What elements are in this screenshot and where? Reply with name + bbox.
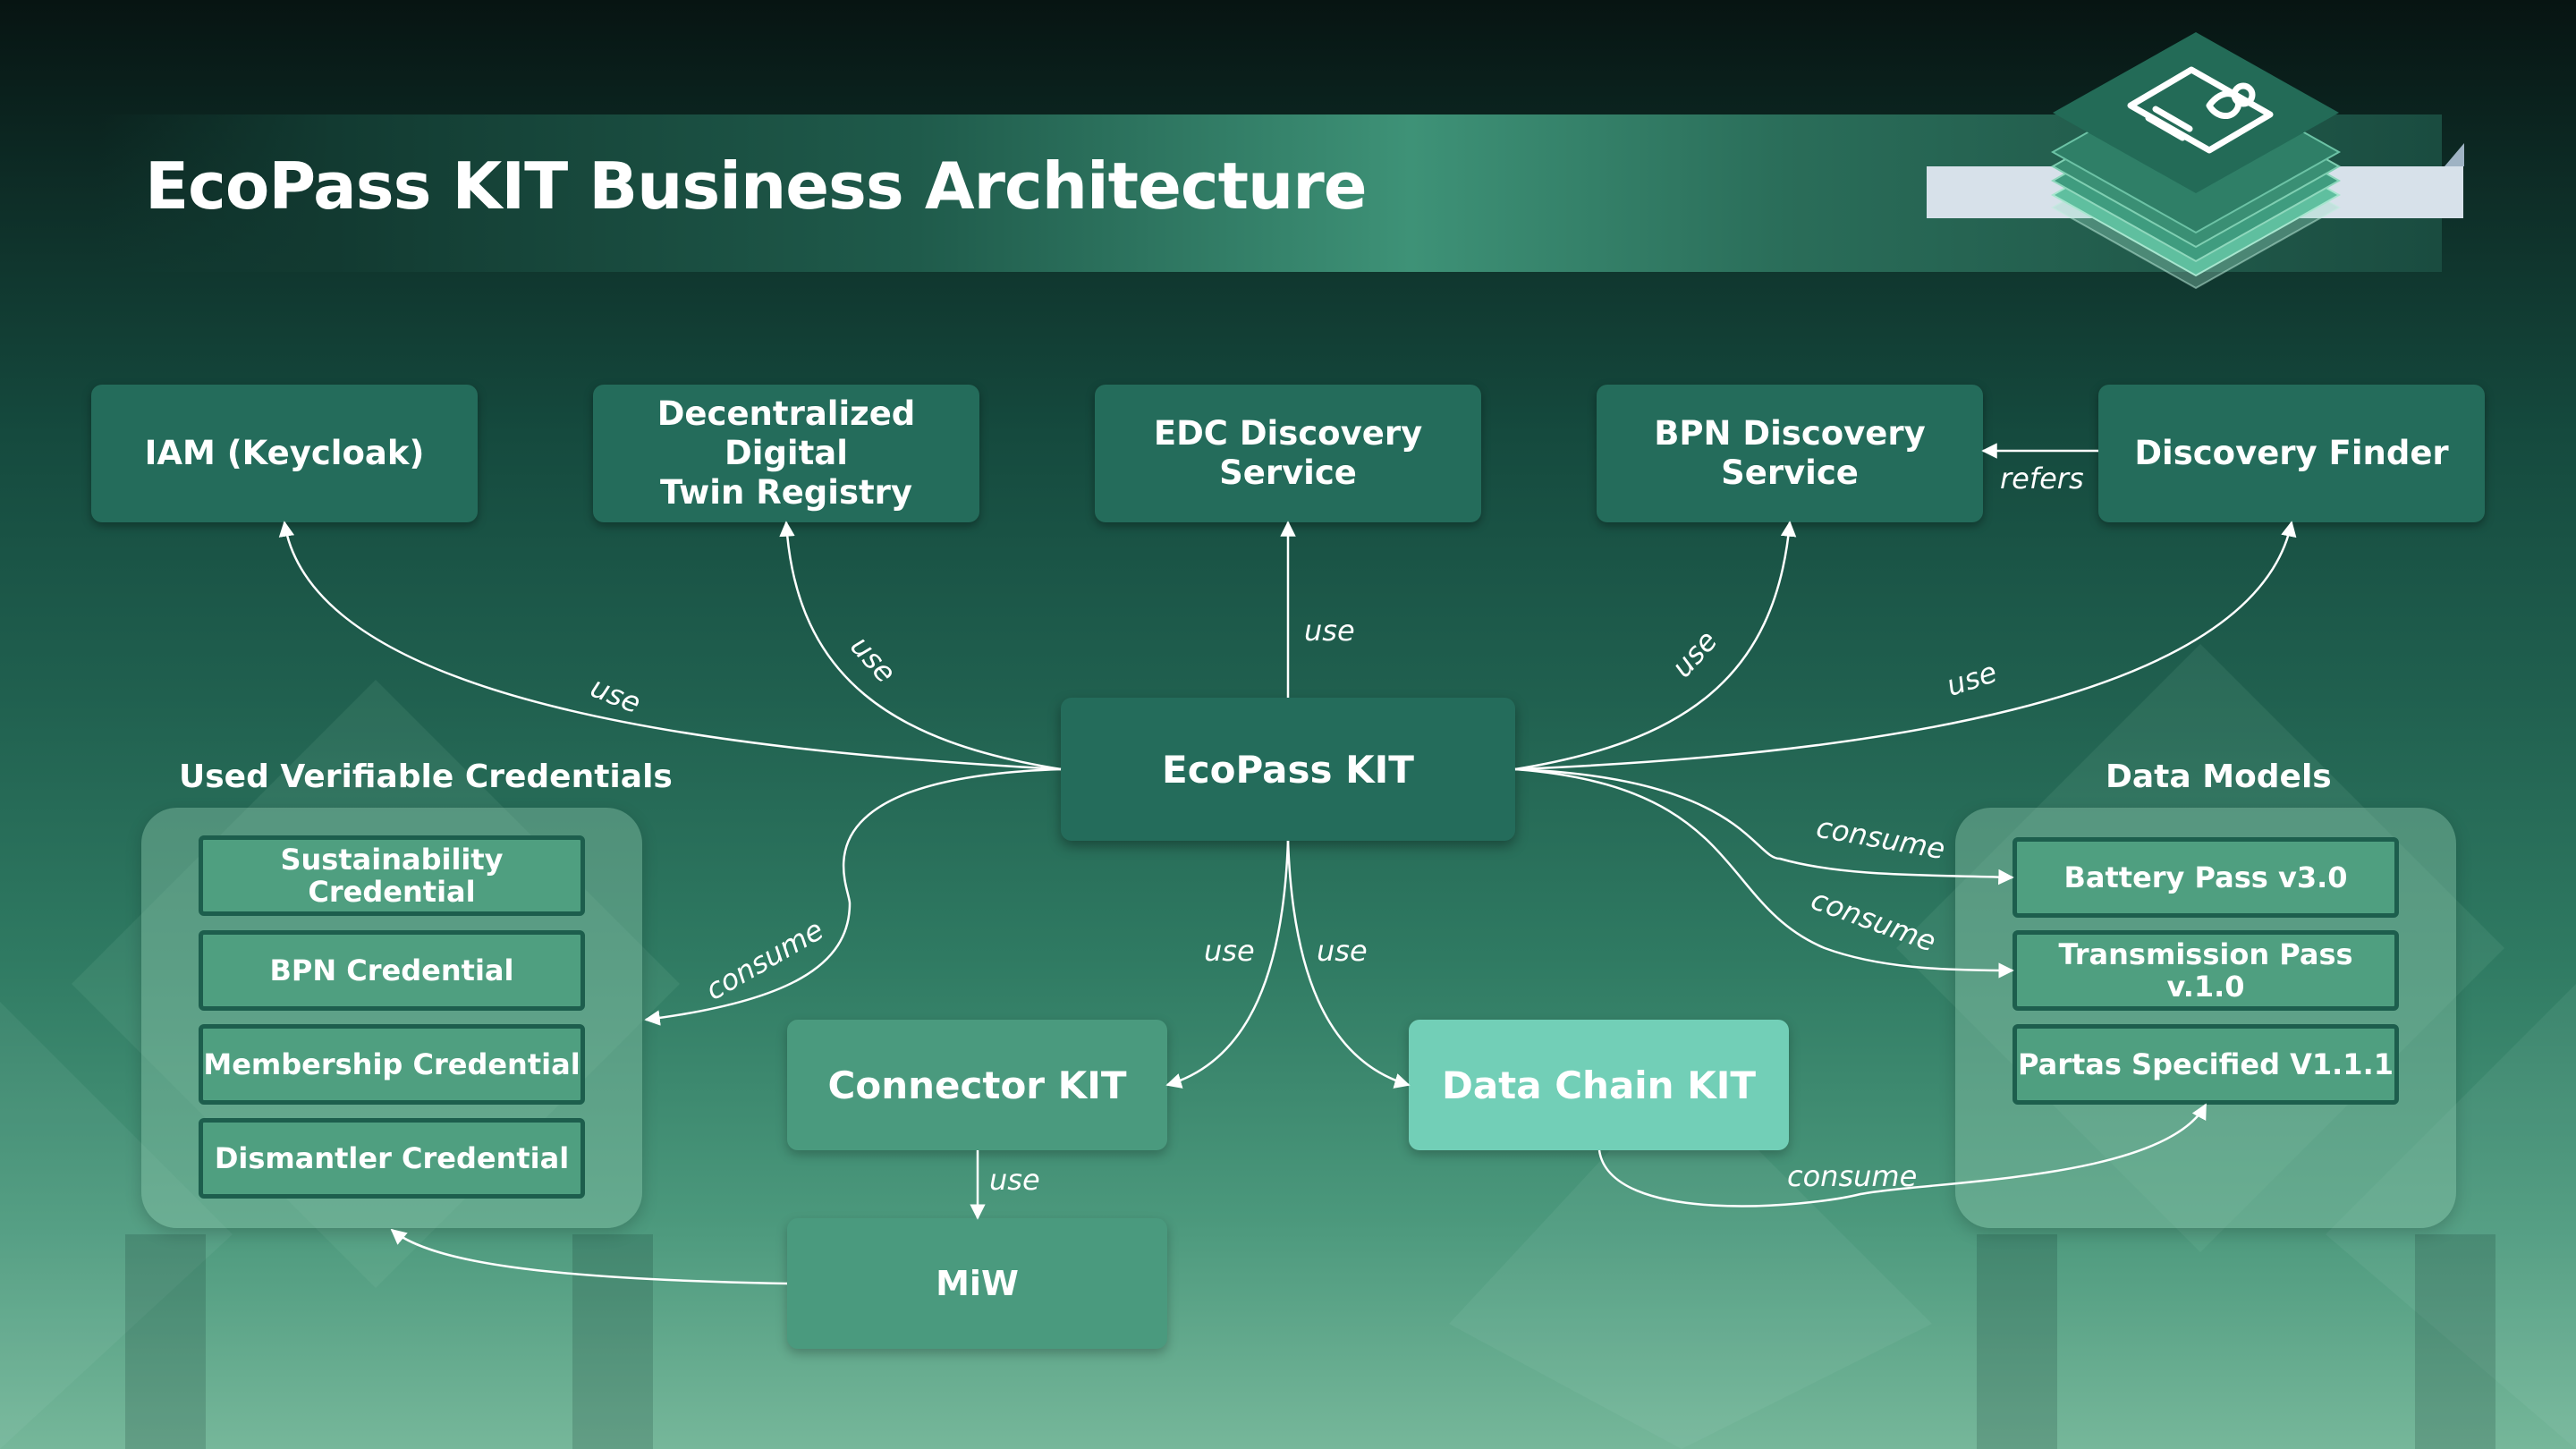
membership-credential-pill[interactable]: Membership Credential: [199, 1024, 585, 1105]
passport-icon: [2127, 66, 2274, 154]
edc-discovery-service-node[interactable]: EDC Discovery Service: [1095, 385, 1481, 522]
decentralized-twin-registry-node[interactable]: Decentralized Digital Twin Registry: [593, 385, 979, 522]
ecopass-label: EcoPass KIT: [1162, 747, 1414, 792]
finder-label: Discovery Finder: [2134, 434, 2449, 472]
sustainability-line1: Sustainability: [280, 843, 504, 877]
data-models-group-title: Data Models: [2106, 758, 2332, 795]
battery-pass-label: Battery Pass v3.0: [2063, 860, 2348, 894]
edge-label-use-edc: use: [1304, 614, 1355, 648]
dismantler-credential-pill[interactable]: Dismantler Credential: [199, 1118, 585, 1199]
ddtr-label-line2: Twin Registry: [659, 473, 913, 512]
edc-label-line1: EDC Discovery: [1153, 414, 1423, 453]
logo-layer-stack: [2050, 32, 2342, 290]
bpn-credential-pill[interactable]: BPN Credential: [199, 930, 585, 1011]
edge-label-use-miw: use: [989, 1163, 1040, 1197]
transmission-pass-pill[interactable]: Transmission Pass v.1.0: [2012, 930, 2399, 1011]
dismantler-credential-label: Dismantler Credential: [214, 1141, 570, 1175]
credentials-group-title: Used Verifiable Credentials: [179, 758, 673, 795]
edge-label-use-connector: use: [1204, 934, 1255, 968]
bpn-discovery-service-node[interactable]: BPN Discovery Service: [1597, 385, 1983, 522]
iam-label: IAM (Keycloak): [144, 434, 425, 472]
ddtr-label-line1: Decentralized Digital: [657, 394, 916, 472]
miw-label: MiW: [936, 1264, 1019, 1303]
edge-label-use-datachain: use: [1317, 934, 1368, 968]
bpn-label-line2: Service: [1721, 453, 1859, 492]
edge-label-consume-partas: consume: [1787, 1159, 1918, 1193]
partas-specified-label: Partas Specified V1.1.1: [2018, 1047, 2394, 1081]
discovery-finder-node[interactable]: Discovery Finder: [2098, 385, 2485, 522]
sustainability-line2: Credential: [308, 875, 476, 909]
datachain-label: Data Chain KIT: [1441, 1063, 1757, 1107]
edc-label-line2: Service: [1219, 453, 1357, 492]
partas-specified-pill[interactable]: Partas Specified V1.1.1: [2012, 1024, 2399, 1105]
bpn-label-line1: BPN Discovery: [1654, 414, 1926, 453]
page-title: EcoPass KIT Business Architecture: [145, 148, 1368, 224]
edge-label-refers: refers: [2000, 462, 2084, 496]
battery-pass-pill[interactable]: Battery Pass v3.0: [2012, 837, 2399, 918]
miw-node[interactable]: MiW: [787, 1218, 1167, 1349]
layered-passport-leaf-icon: [2050, 32, 2342, 290]
data-chain-kit-node[interactable]: Data Chain KIT: [1409, 1020, 1789, 1150]
connector-label: Connector KIT: [827, 1063, 1127, 1107]
bpn-credential-label: BPN Credential: [269, 953, 514, 987]
sustainability-credential-pill[interactable]: Sustainability Credential: [199, 835, 585, 916]
ecopass-kit-node[interactable]: EcoPass KIT: [1061, 698, 1515, 841]
membership-credential-label: Membership Credential: [203, 1047, 580, 1081]
iam-keycloak-node[interactable]: IAM (Keycloak): [91, 385, 478, 522]
connector-kit-node[interactable]: Connector KIT: [787, 1020, 1167, 1150]
transmission-pass-label: Transmission Pass v.1.0: [2058, 937, 2353, 1004]
